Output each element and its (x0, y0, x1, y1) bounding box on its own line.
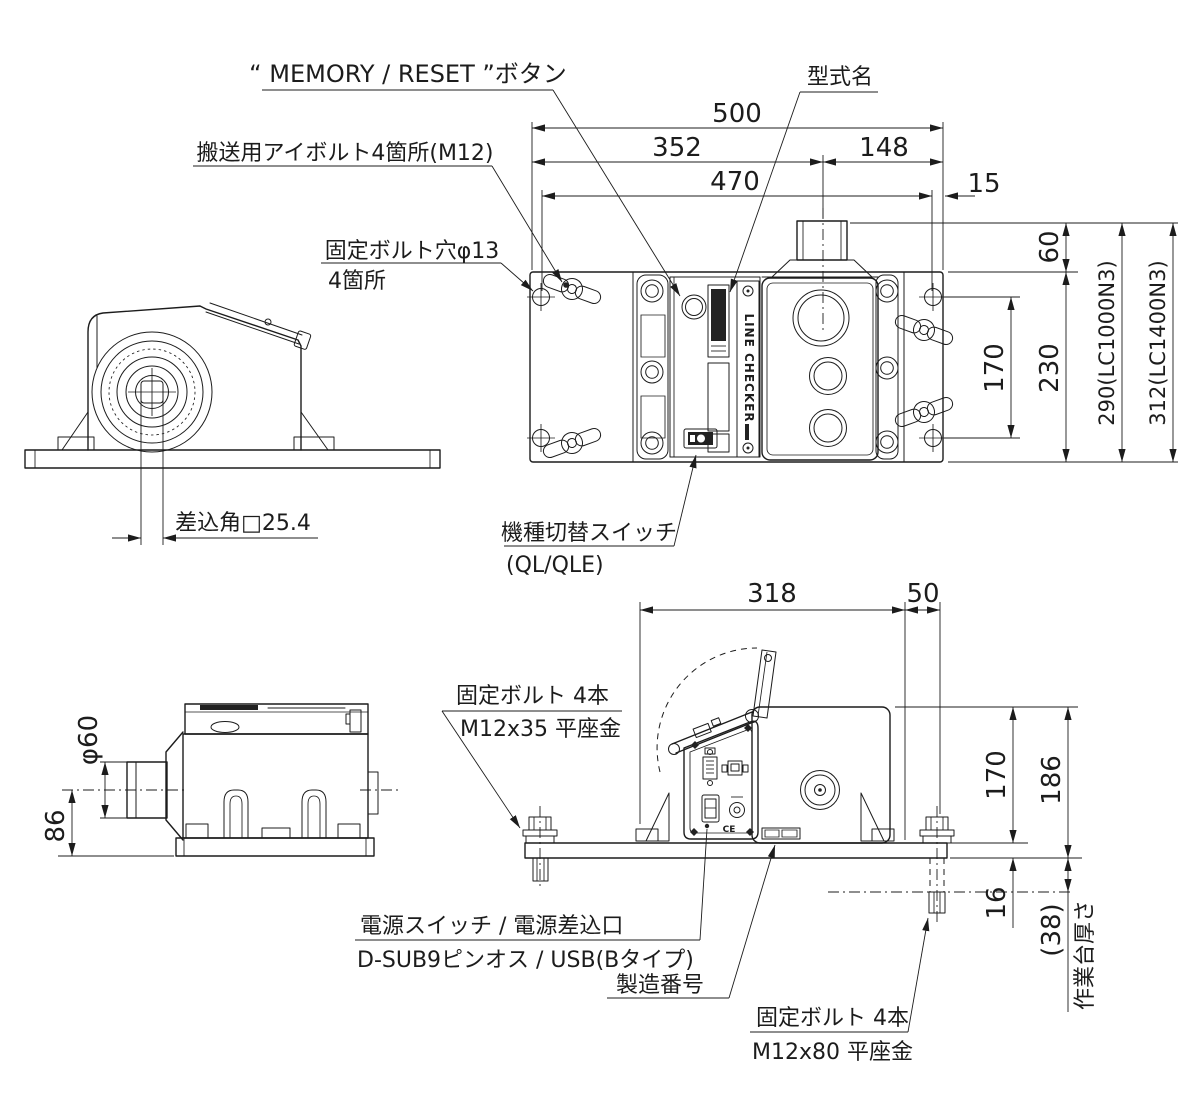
model-nameplate (708, 285, 729, 357)
callout-fixing-hole-2: 4箇所 (328, 269, 386, 294)
dim-470: 470 (710, 167, 760, 197)
front-view-body (183, 734, 368, 838)
callout-eyebolt: 搬送用アイボルト4箇所(M12) (196, 141, 493, 166)
front-view: φ60 86 (41, 704, 400, 856)
dim-16: 16 (982, 886, 1012, 919)
front-view-baseplate (176, 838, 374, 856)
dim-170-rear: 170 (982, 750, 1012, 800)
dim-352: 352 (652, 133, 702, 163)
power-switch (702, 795, 719, 822)
dim-square-drive: 差込角□25.4 (112, 398, 318, 545)
callout-bolt35-2: M12x35 平座金 (460, 717, 621, 742)
bolt-m12x35 (523, 806, 557, 890)
callout-power-1: 電源スイッチ / 電源差込口 (360, 914, 623, 939)
serial-plate (762, 828, 800, 839)
front-view-shaft (127, 762, 167, 818)
callout-bolt80-1: 固定ボルト 4本 (756, 1006, 909, 1031)
callout-bolt80-2: M12x80 平座金 (752, 1040, 913, 1065)
top-callouts: “ MEMORY / RESET ”ボタン 型式名 搬送用アイボルト4箇所(M1… (193, 60, 878, 578)
eyebolt (891, 309, 957, 351)
motor-cap (801, 771, 840, 810)
side-view: 差込角□25.4 (25, 303, 440, 545)
dim-38: (38) (1037, 903, 1067, 956)
dim-148: 148 (859, 133, 909, 163)
plan-view: LINE CHECKER (526, 208, 957, 464)
callout-bolt35-1: 固定ボルト 4本 (456, 684, 609, 709)
callout-power-2: D-SUB9ピンオス / USB(Bタイプ) (357, 948, 694, 973)
bottom-callouts: 固定ボルト 4本 M12x35 平座金 電源スイッチ / 電源差込口 D-SUB… (355, 684, 930, 1065)
eyebolt (891, 391, 957, 433)
dim-170-plan: 170 (980, 343, 1010, 393)
eyebolt (539, 422, 605, 464)
dim-290-lc1000n3: 290(LC1000N3) (1095, 260, 1119, 425)
shaft (797, 221, 847, 260)
dim-230: 230 (1035, 343, 1065, 393)
plan-view-body (762, 208, 878, 460)
ce-mark: CE (723, 825, 736, 835)
front-view-dimensions: φ60 86 (41, 715, 174, 856)
callout-model-switch-2: (QL/QLE) (506, 553, 604, 578)
callout-workbench-thickness: 作業台厚さ (1073, 900, 1098, 1010)
memory-reset-button (682, 295, 706, 319)
side-view-socket (92, 332, 212, 452)
dsub9-connector (703, 748, 717, 786)
eyebolt (539, 268, 605, 310)
line-checker-strip: LINE CHECKER (737, 281, 759, 457)
callout-memory-reset: “ MEMORY / RESET ”ボタン (249, 60, 567, 88)
open-lid (657, 648, 776, 772)
callout-model-switch-1: 機種切替スイッチ (501, 521, 677, 546)
lid-hinge (669, 710, 759, 755)
dim-86: 86 (41, 809, 71, 842)
side-view-baseplate (25, 450, 440, 468)
bolt-hole (526, 423, 556, 453)
lid-panel: LINE CHECKER (670, 277, 760, 457)
line-checker-text: LINE CHECKER (742, 313, 756, 422)
callout-model-name: 型式名 (807, 65, 873, 90)
dim-60: 60 (1035, 230, 1065, 263)
callout-serial-number: 製造番号 (616, 973, 704, 998)
rear-view: CE (523, 648, 1072, 925)
front-view-lid (185, 704, 368, 734)
hinge-strip-left (637, 275, 668, 459)
workbench-plate (525, 843, 947, 858)
plan-view-plate (530, 272, 943, 462)
bolt-m12x80 (920, 806, 954, 925)
dim-50: 50 (906, 579, 939, 609)
hinge-strip-right (875, 275, 899, 459)
callout-fixing-hole-1: 固定ボルト穴φ13 (325, 239, 500, 264)
bolt-hole (526, 282, 556, 312)
dim-500: 500 (712, 99, 762, 129)
side-view-body (88, 306, 301, 450)
usb-b-port (722, 761, 748, 775)
rear-view-dimensions: 318 50 170 186 16 (38) 作業台厚さ (640, 579, 1098, 1012)
side-view-handle (206, 303, 311, 350)
dim-15: 15 (967, 169, 1000, 199)
dc-jack (730, 797, 745, 818)
dim-phi60: φ60 (74, 715, 104, 765)
callout-square-drive: 差込角□25.4 (175, 511, 311, 536)
dim-312-lc1400n3: 312(LC1400N3) (1146, 260, 1170, 425)
dim-186: 186 (1037, 755, 1067, 805)
plan-view-dimensions: 500 352 148 470 15 60 170 230 290(LC1000… (532, 99, 1178, 462)
connector-panel: CE (684, 721, 758, 839)
model-switch (684, 429, 717, 448)
dim-318: 318 (747, 579, 797, 609)
